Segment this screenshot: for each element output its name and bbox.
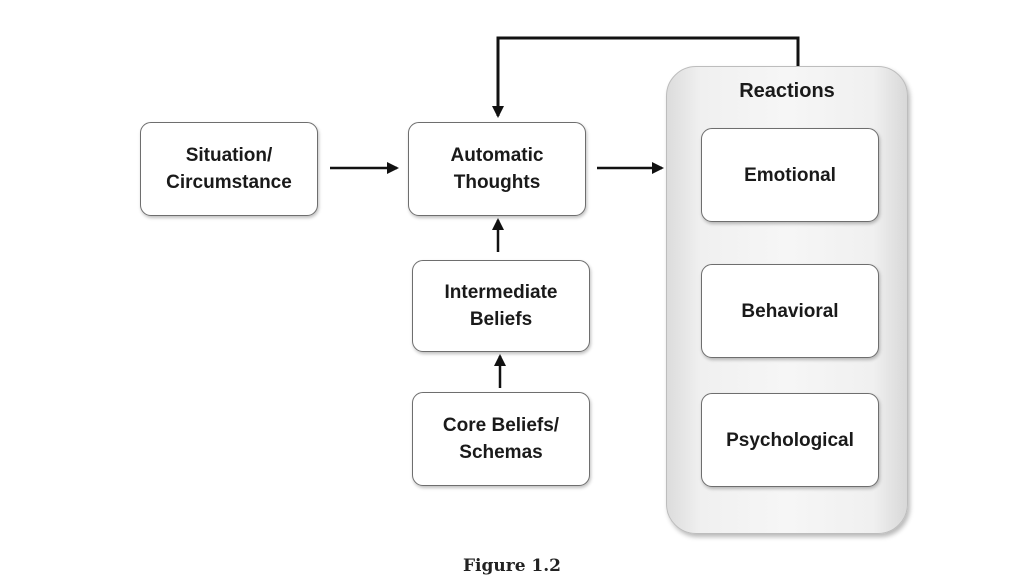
reaction-emotional: Emotional (701, 128, 879, 222)
reaction-psychological: Psychological (701, 393, 879, 487)
automatic-thoughts-label: Automatic Thoughts (450, 145, 544, 193)
figure-caption: Figure 1.2 (462, 556, 562, 576)
arrow-feedback-reactions-to-thoughts (492, 36, 800, 118)
reactions-title: Reactions (739, 80, 835, 102)
core-beliefs-node: Core Beliefs/ Schemas (412, 392, 590, 486)
reaction-psychological-label: Psychological (726, 429, 854, 451)
reaction-emotional-label: Emotional (744, 164, 836, 186)
intermediate-beliefs-node: Intermediate Beliefs (412, 260, 590, 352)
reaction-behavioral: Behavioral (701, 264, 879, 358)
core-beliefs-label: Core Beliefs/ Schemas (442, 415, 560, 463)
intermediate-beliefs-label: Intermediate Beliefs (444, 282, 558, 330)
situation-label: Situation/ Circumstance (166, 145, 292, 193)
reaction-behavioral-label: Behavioral (741, 300, 839, 322)
situation-node: Situation/ Circumstance (140, 122, 318, 216)
automatic-thoughts-node: Automatic Thoughts (408, 122, 586, 216)
